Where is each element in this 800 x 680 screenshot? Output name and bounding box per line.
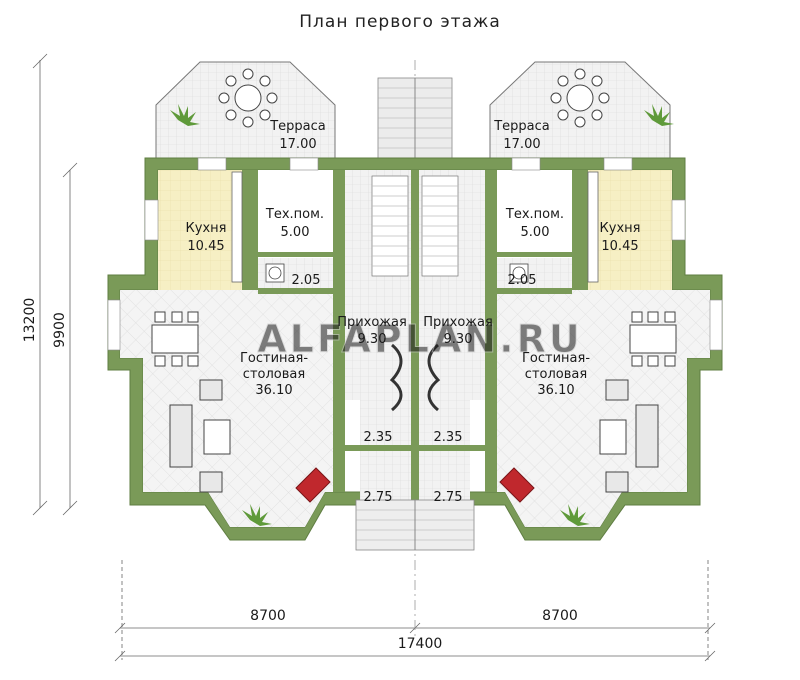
tech-right-area: 5.00 bbox=[521, 225, 550, 240]
dim-bottom-right: 8700 bbox=[542, 608, 578, 624]
living-right-area: 36.10 bbox=[537, 383, 574, 398]
kitchen-right-name: Кухня bbox=[600, 221, 641, 236]
wc-fixtures bbox=[265, 263, 529, 283]
front-stairs bbox=[355, 499, 475, 551]
plants bbox=[170, 104, 674, 526]
watermark: ALFAPLAN.RU bbox=[257, 317, 582, 361]
hall-right-area: 9.30 bbox=[444, 332, 473, 347]
sofa-set-right bbox=[599, 379, 659, 493]
terrace-right-name: Терраса bbox=[493, 119, 550, 134]
terrace-right-area: 17.00 bbox=[503, 137, 540, 152]
kitchen-counters bbox=[231, 171, 599, 283]
terrace-left-name: Терраса bbox=[269, 119, 326, 134]
interior-stairs bbox=[371, 175, 459, 412]
wc-right-area: 2.05 bbox=[508, 273, 537, 288]
kitchen-left-area: 10.45 bbox=[187, 239, 224, 254]
living-left-name1: Гостиная- bbox=[240, 351, 308, 366]
hall-left-name: Прихожая bbox=[337, 315, 407, 330]
dim-bottom-left: 8700 bbox=[250, 608, 286, 624]
porch-left-area: 2.75 bbox=[364, 490, 393, 505]
hall-right-name: Прихожая bbox=[423, 315, 493, 330]
vest-right-area: 2.35 bbox=[434, 430, 463, 445]
dining-table-right bbox=[629, 311, 677, 367]
windows bbox=[107, 157, 723, 351]
living-left-name2: столовая bbox=[243, 367, 305, 382]
dining-table-left bbox=[151, 311, 199, 367]
terrace-table-right bbox=[550, 68, 610, 128]
sofa-set-left bbox=[169, 379, 231, 493]
terrace-table-left bbox=[218, 68, 278, 128]
living-right-name1: Гостиная- bbox=[522, 351, 590, 366]
dim-bottom-total: 17400 bbox=[398, 636, 443, 652]
dim-left-outer: 13200 bbox=[22, 298, 38, 343]
porch-right-area: 2.75 bbox=[434, 490, 463, 505]
terrace-left-area: 17.00 bbox=[279, 137, 316, 152]
tech-left-name: Тех.пом. bbox=[265, 207, 324, 222]
fireplaces bbox=[295, 467, 535, 503]
living-left-area: 36.10 bbox=[255, 383, 292, 398]
vest-left-area: 2.35 bbox=[364, 430, 393, 445]
hall-left-area: 9.30 bbox=[358, 332, 387, 347]
kitchen-right-area: 10.45 bbox=[601, 239, 638, 254]
plan-title: План первого этажа bbox=[299, 12, 501, 32]
interior-walls bbox=[242, 170, 588, 500]
wc-left-area: 2.05 bbox=[292, 273, 321, 288]
tech-left-area: 5.00 bbox=[281, 225, 310, 240]
dim-left-inner: 9900 bbox=[52, 312, 68, 348]
rear-stairs bbox=[377, 77, 453, 159]
kitchen-left-name: Кухня bbox=[186, 221, 227, 236]
tech-right-name: Тех.пом. bbox=[505, 207, 564, 222]
living-right-name2: столовая bbox=[525, 367, 587, 382]
